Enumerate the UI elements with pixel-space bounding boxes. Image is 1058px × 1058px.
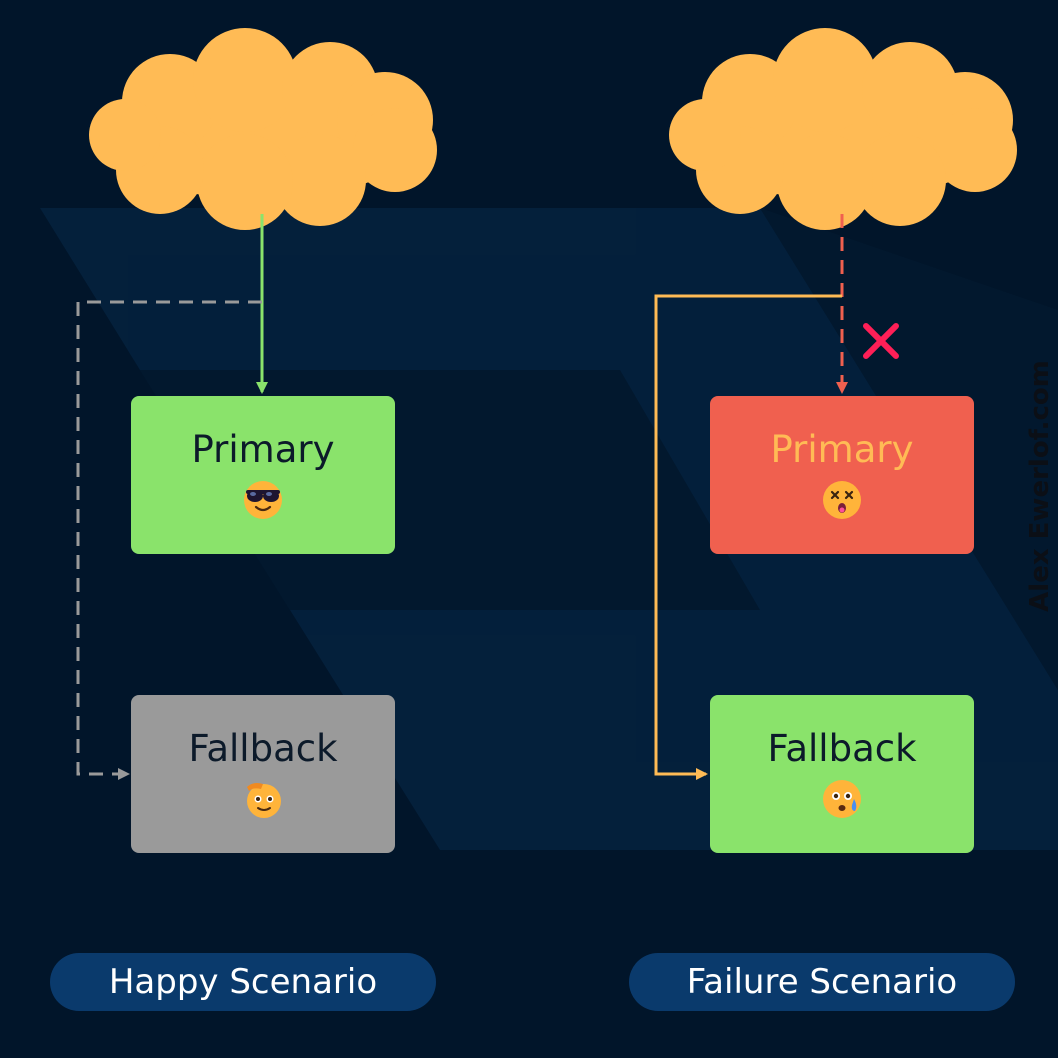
sweating-face-icon bbox=[823, 780, 861, 818]
node-label: Fallback bbox=[767, 727, 917, 770]
happy-fallback-node: Fallback bbox=[131, 695, 395, 853]
failure-scenario-label: Failure Scenario bbox=[629, 953, 1015, 1011]
saluting-face-icon bbox=[247, 783, 281, 818]
node-label: Primary bbox=[191, 428, 335, 471]
cloud-failure bbox=[669, 28, 1017, 230]
dizzy-face-icon bbox=[823, 481, 861, 519]
author-watermark: Alex Ewerlof.com bbox=[1025, 360, 1055, 612]
happy-standby-arrow bbox=[76, 300, 262, 780]
cool-face-sunglasses-icon bbox=[244, 481, 282, 519]
error-x-icon bbox=[863, 323, 899, 359]
cloud-happy bbox=[89, 28, 437, 230]
failure-fallback-node: Fallback bbox=[710, 695, 974, 853]
node-label: Primary bbox=[770, 428, 914, 471]
happy-primary-node: Primary bbox=[131, 396, 395, 554]
failure-primary-node: Primary bbox=[710, 396, 974, 554]
node-label: Fallback bbox=[188, 727, 338, 770]
happy-scenario-label: Happy Scenario bbox=[50, 953, 436, 1011]
failure-failover-arrow bbox=[654, 294, 842, 780]
